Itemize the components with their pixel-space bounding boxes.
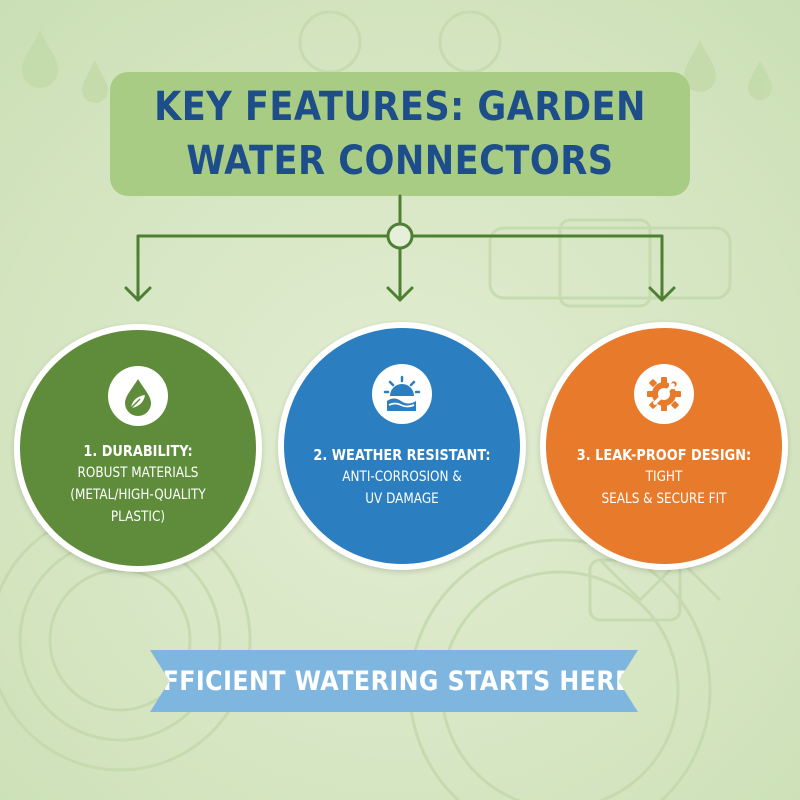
feature-detail-line-1: TIGHT — [645, 469, 683, 485]
gear-wrench-icon — [647, 377, 681, 411]
feature-text: 3. LEAK-PROOF DESIGN: TIGHT SEALS & SECU… — [568, 444, 761, 510]
icon-disc — [634, 364, 694, 424]
feature-detail-line-1: ANTI-CORROSION & — [342, 469, 462, 485]
icon-disc — [372, 364, 432, 424]
icon-disc — [108, 366, 168, 426]
leaf-drop-icon — [125, 379, 151, 416]
branch-node — [386, 222, 414, 250]
ribbon-banner: EFFICIENT WATERING STARTS HERE! — [150, 650, 638, 712]
arrow-head-2 — [386, 286, 414, 302]
sun-wave-icon — [383, 375, 421, 411]
feature-text: 2. WEATHER RESISTANT: ANTI-CORROSION & U… — [306, 444, 499, 510]
feature-heading: 3. LEAK-PROOF DESIGN: — [576, 446, 752, 464]
title-box: KEY FEATURES: GARDEN WATER CONNECTORS — [110, 72, 690, 196]
arrow-head-1 — [124, 286, 152, 302]
feature-text: 1. DURABILITY: ROBUST MATERIALS (METAL/H… — [42, 440, 235, 528]
arrow-head-3 — [648, 286, 676, 302]
feature-heading: 2. WEATHER RESISTANT: — [313, 446, 491, 464]
feature-circle-leak-proof: 3. LEAK-PROOF DESIGN: TIGHT SEALS & SECU… — [540, 322, 788, 570]
feature-circle-durability: 1. DURABILITY: ROBUST MATERIALS (METAL/H… — [14, 324, 262, 572]
feature-detail-line-2: (METAL/HIGH-QUALITY PLASTIC) — [70, 487, 206, 525]
feature-detail-line-2: UV DAMAGE — [365, 491, 439, 507]
page-title: KEY FEATURES: GARDEN WATER CONNECTORS — [154, 84, 646, 184]
feature-circle-weather-resistant: 2. WEATHER RESISTANT: ANTI-CORROSION & U… — [278, 322, 526, 570]
feature-detail-line-1: ROBUST MATERIALS — [77, 465, 199, 481]
banner-text: EFFICIENT WATERING STARTS HERE! — [145, 665, 643, 697]
feature-detail-line-2: SEALS & SECURE FIT — [601, 491, 727, 507]
feature-heading: 1. DURABILITY: — [83, 442, 193, 460]
